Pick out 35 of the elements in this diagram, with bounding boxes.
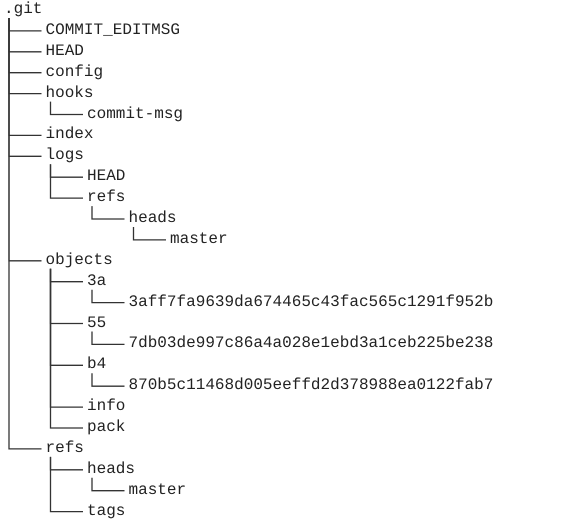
entry-name: master bbox=[128, 480, 186, 499]
tree-connector bbox=[50, 164, 83, 199]
entry-name: commit-msg bbox=[87, 104, 184, 122]
entry-name: HEAD bbox=[46, 42, 84, 60]
entry-name: heads bbox=[128, 209, 177, 227]
entry-name: HEAD bbox=[87, 167, 126, 186]
entry-name: .git bbox=[4, 0, 42, 18]
tree-connector bbox=[8, 18, 42, 450]
entry-name: info bbox=[87, 397, 126, 416]
tree-connector bbox=[91, 290, 124, 304]
entry-name: 3a bbox=[87, 272, 106, 290]
entry-name: objects bbox=[46, 250, 113, 269]
entry-name: refs bbox=[87, 188, 126, 206]
entry-name: logs bbox=[46, 146, 84, 164]
tree-connector bbox=[91, 478, 124, 492]
entry-name: tags bbox=[87, 502, 126, 520]
tree-connector bbox=[132, 227, 166, 241]
entry-name: heads bbox=[87, 460, 136, 478]
entry-name: index bbox=[46, 125, 94, 144]
entry-name: pack bbox=[87, 418, 126, 436]
entry-name: 55 bbox=[87, 314, 106, 332]
entry-name: hooks bbox=[46, 84, 94, 102]
entry-name: 870b5c11468d005eeffd2d378988ea0122fab7 bbox=[128, 376, 494, 394]
tree-connector bbox=[91, 206, 124, 220]
entry-name: 7db03de997c86a4a028e1ebd3a1ceb225be238 bbox=[128, 334, 494, 352]
tree-connector bbox=[50, 102, 83, 116]
entry-name: master bbox=[170, 230, 228, 248]
entry-name: refs bbox=[46, 438, 84, 457]
entry-name: b4 bbox=[87, 355, 106, 374]
tree-connector bbox=[50, 456, 83, 512]
tree-connector bbox=[91, 332, 124, 346]
entry-name: 3aff7fa9639da674465c43fac565c1291f952b bbox=[128, 292, 494, 311]
entry-name: COMMIT_EDITMSG bbox=[46, 20, 180, 39]
tree-connector bbox=[91, 373, 124, 387]
entry-name: config bbox=[46, 62, 104, 81]
